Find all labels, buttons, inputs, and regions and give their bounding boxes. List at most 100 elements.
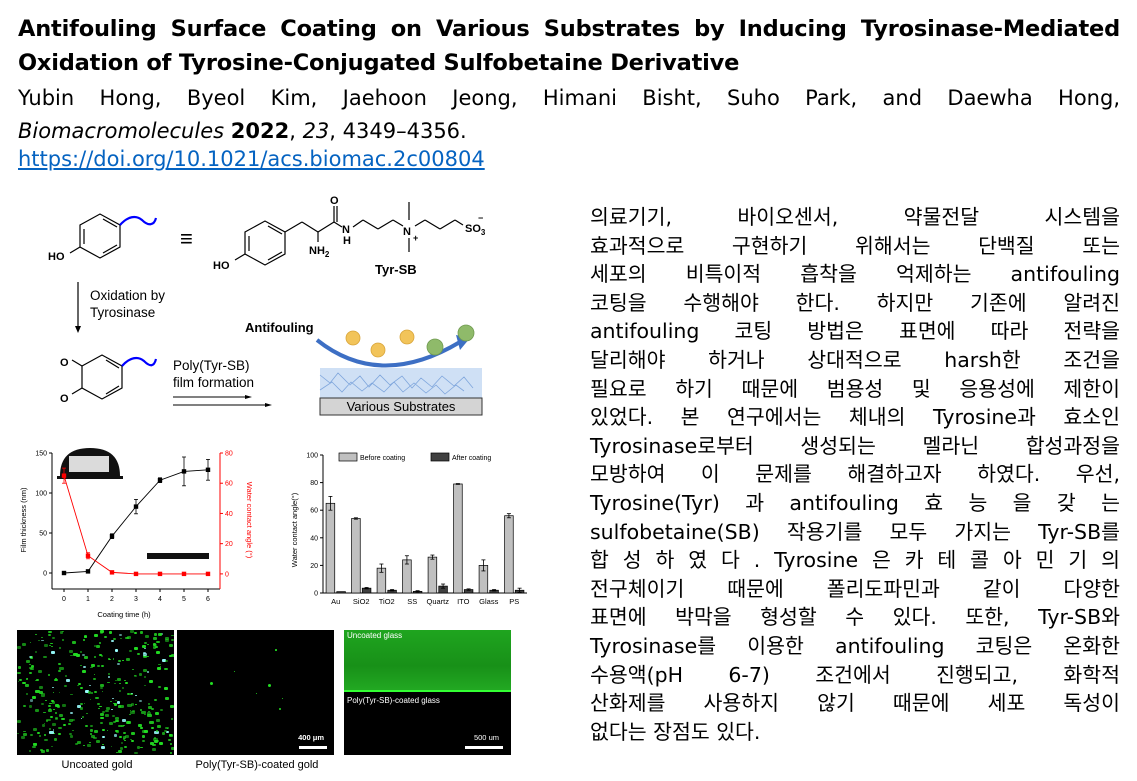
fluorescent-cell xyxy=(113,638,117,641)
fluorescent-cell xyxy=(142,645,147,649)
series-line-1 xyxy=(63,475,208,575)
fluorescent-cell xyxy=(147,714,152,718)
fluorescent-cell xyxy=(154,645,158,648)
fluorescent-cell xyxy=(157,667,161,670)
fluorescent-cell xyxy=(113,721,116,724)
reaction-scheme: HO ≡ HO O N H NH2 N + SO3 − Tyr-SB Oxida… xyxy=(48,195,486,416)
fluorescent-cell xyxy=(162,659,166,662)
fluorescent-cell xyxy=(96,740,101,743)
fluorescent-cell xyxy=(17,646,22,650)
fluorescent-cell xyxy=(50,651,55,654)
fluorescent-cell xyxy=(114,729,118,733)
fluorescent-cell xyxy=(121,659,124,662)
fluorescent-cell xyxy=(46,718,51,722)
fluorescent-cell xyxy=(141,739,145,742)
y-axis-label: Film thickness (nm) xyxy=(20,487,28,553)
fluorescent-cell xyxy=(153,637,157,640)
fluorescent-cell xyxy=(166,727,169,729)
fluorescent-cell xyxy=(156,651,160,654)
y2-tick-label: 0 xyxy=(225,571,229,578)
fluorescent-cell xyxy=(142,652,148,656)
fluorescent-cell xyxy=(139,673,143,676)
y2-tick-label: 40 xyxy=(225,511,233,518)
fluorescent-cell xyxy=(82,745,85,747)
fluorescent-cell xyxy=(39,748,43,751)
fluorescent-cell xyxy=(22,732,27,736)
fluorescent-cell xyxy=(52,636,56,639)
y-tick-label: 0 xyxy=(314,591,318,598)
fluorescent-cell xyxy=(85,724,89,727)
fluorescent-cell xyxy=(93,656,97,658)
paragraph-line: 없다는 장점도 있다. xyxy=(590,719,761,744)
fluorescent-cell xyxy=(135,703,137,706)
fluorescent-cell xyxy=(82,653,86,656)
fluorescent-cell xyxy=(68,732,72,735)
fluorescent-cell xyxy=(115,751,119,754)
fluorescent-cell xyxy=(110,640,115,643)
fluorescent-cell xyxy=(163,686,168,690)
fluorescent-cell xyxy=(131,668,134,671)
film-thickness-chart: Coating time (h) Film thickness (nm) Wat… xyxy=(20,448,254,619)
data-point xyxy=(109,534,115,539)
fluorescent-cell xyxy=(34,709,39,712)
fluorescent-cell xyxy=(90,734,95,738)
fluorescent-cell xyxy=(79,686,84,690)
fluorescent-cell xyxy=(20,735,26,739)
fluorescent-cell xyxy=(99,705,102,708)
fluorescent-cell xyxy=(168,733,173,737)
fluorescent-cell xyxy=(139,631,144,634)
paragraph-line: 효과적으로 구현하기 위해서는 단백질 또는 xyxy=(590,233,1120,258)
fluorescent-cell xyxy=(95,696,99,700)
doi-link[interactable]: https://doi.org/10.1021/acs.biomac.2c008… xyxy=(18,147,485,171)
fluorescent-cell xyxy=(123,731,127,735)
fluorescent-cell xyxy=(94,634,98,637)
fluorescent-cell xyxy=(32,745,36,749)
fluorescent-cell xyxy=(48,633,51,636)
fluorescent-cell xyxy=(130,703,135,706)
fluorescent-cell xyxy=(45,749,50,752)
boundary-line xyxy=(344,690,511,692)
fluorescent-cell xyxy=(121,687,125,689)
cell-icons xyxy=(426,324,475,356)
fluorescent-cell xyxy=(29,733,33,736)
x-axis-label: Coating time (h) xyxy=(97,610,151,619)
fluorescent-cell xyxy=(101,729,105,732)
fluorescent-cell xyxy=(115,719,119,723)
fluorescent-cell xyxy=(32,695,37,699)
paragraph-line: 세포의 비특이적 흡착을 억제하는 antifouling xyxy=(590,262,1120,287)
fluorescent-cell xyxy=(86,712,88,714)
fluorescent-cell xyxy=(22,643,26,647)
fluorescent-cell xyxy=(54,678,58,681)
amide-n-label: N xyxy=(342,224,350,236)
fluorescent-cell xyxy=(93,736,98,740)
fluorescent-cell xyxy=(59,631,64,634)
fluorescent-cell xyxy=(39,686,43,689)
fluorescent-cell xyxy=(49,702,52,705)
fluorescent-cell xyxy=(58,726,63,730)
fluorescent-cell xyxy=(90,666,93,669)
author-list: Yubin Hong, Byeol Kim, Jaehoon Jeong, Hi… xyxy=(18,86,1120,110)
x-tick-label: Quartz xyxy=(426,597,449,606)
fluorescent-cell xyxy=(151,747,157,751)
fluorescent-cell xyxy=(153,633,158,636)
fluorescent-cell xyxy=(148,710,150,713)
caption-uncoated-gold: Uncoated gold xyxy=(61,759,133,771)
paragraph-line: 모방하여 이 문제를 해결하고자 하였다. 우선, xyxy=(590,462,1120,487)
fluorescent-cell xyxy=(68,722,72,725)
y-tick-label: 20 xyxy=(310,563,318,570)
fluorescent-cell xyxy=(112,697,115,700)
fluorescent-cell xyxy=(159,665,162,667)
fluorescent-cell xyxy=(148,702,151,705)
journal-name: Biomacromolecules xyxy=(18,119,225,143)
fluorescent-cell xyxy=(121,718,126,722)
journal-citation: Biomacromolecules 2022, 23, 4349–4356. xyxy=(18,119,467,143)
fluorescent-cell xyxy=(79,664,82,667)
quinone-o-label: O xyxy=(60,393,69,405)
bar-after xyxy=(336,591,346,594)
fluorescent-cell xyxy=(168,643,174,647)
fluorescent-cell xyxy=(137,652,141,655)
fluorescent-cell xyxy=(100,654,104,657)
fluorescent-cell xyxy=(47,674,51,676)
x-tick-label: ITO xyxy=(457,597,470,606)
